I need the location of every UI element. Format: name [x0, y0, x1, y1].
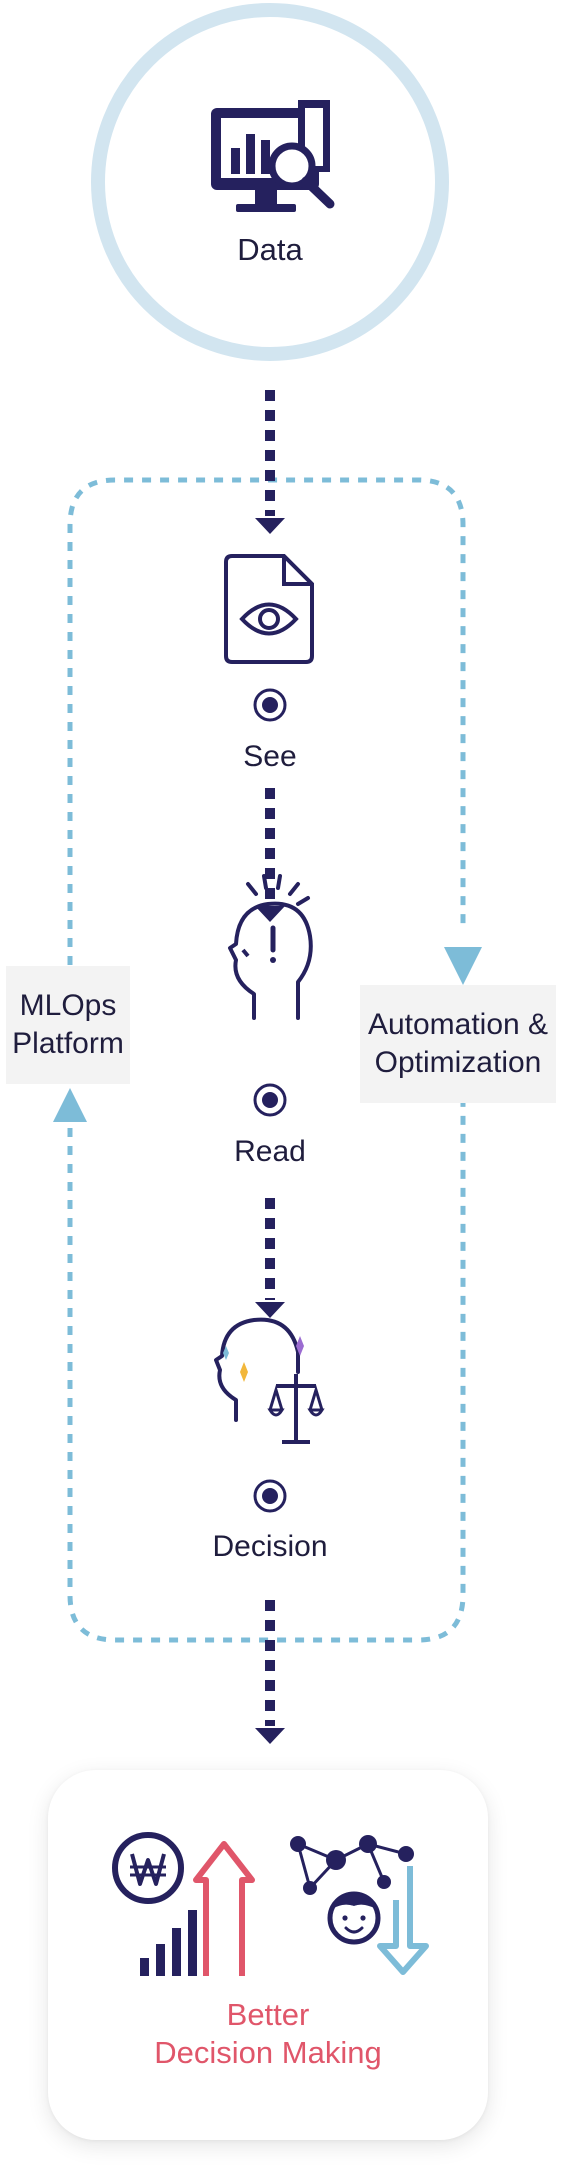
automation-line2: Optimization — [374, 1046, 542, 1079]
automation-line1: Automation & — [367, 1008, 549, 1041]
result-line2: Decision Making — [154, 2035, 382, 2070]
see-node-marker — [253, 688, 287, 722]
mlops-platform-box: MLOps Platform — [6, 966, 130, 1084]
automation-arrow-down — [444, 947, 482, 985]
flow-arrow-read-decision — [255, 1302, 285, 1318]
read-node-marker — [253, 1083, 287, 1117]
step-label-read: Read — [234, 1135, 306, 1168]
automation-optimization-box: Automation & Optimization — [360, 985, 556, 1103]
monitor-magnifier-icon — [211, 100, 335, 212]
result-icons — [112, 1832, 429, 1976]
flow-arrow-see-read — [255, 906, 285, 922]
mlops-line2: Platform — [12, 1027, 124, 1060]
person-network-down-arrow-icon — [290, 1835, 429, 1975]
automation-loop-path-top — [67, 477, 466, 965]
decision-node-marker — [253, 1479, 287, 1513]
won-growth-chart-icon — [112, 1832, 255, 1976]
flow-arrow-decision-result — [255, 1728, 285, 1744]
mlops-arrow-up — [53, 1088, 87, 1122]
step-label-decision: Decision — [212, 1530, 328, 1563]
better-decision-card: Better Decision Making — [48, 1770, 488, 2140]
data-label: Data — [237, 232, 303, 267]
flow-arrow-data-see — [255, 518, 285, 534]
mlops-line1: MLOps — [19, 989, 117, 1022]
result-line1: Better — [226, 1997, 310, 2032]
step-label-see: See — [243, 740, 297, 773]
head-exclamation-icon — [228, 874, 313, 1020]
head-scale-icon — [214, 1317, 325, 1444]
better-decision-making-label: Better Decision Making — [48, 1996, 488, 2072]
document-eye-icon — [224, 554, 314, 664]
